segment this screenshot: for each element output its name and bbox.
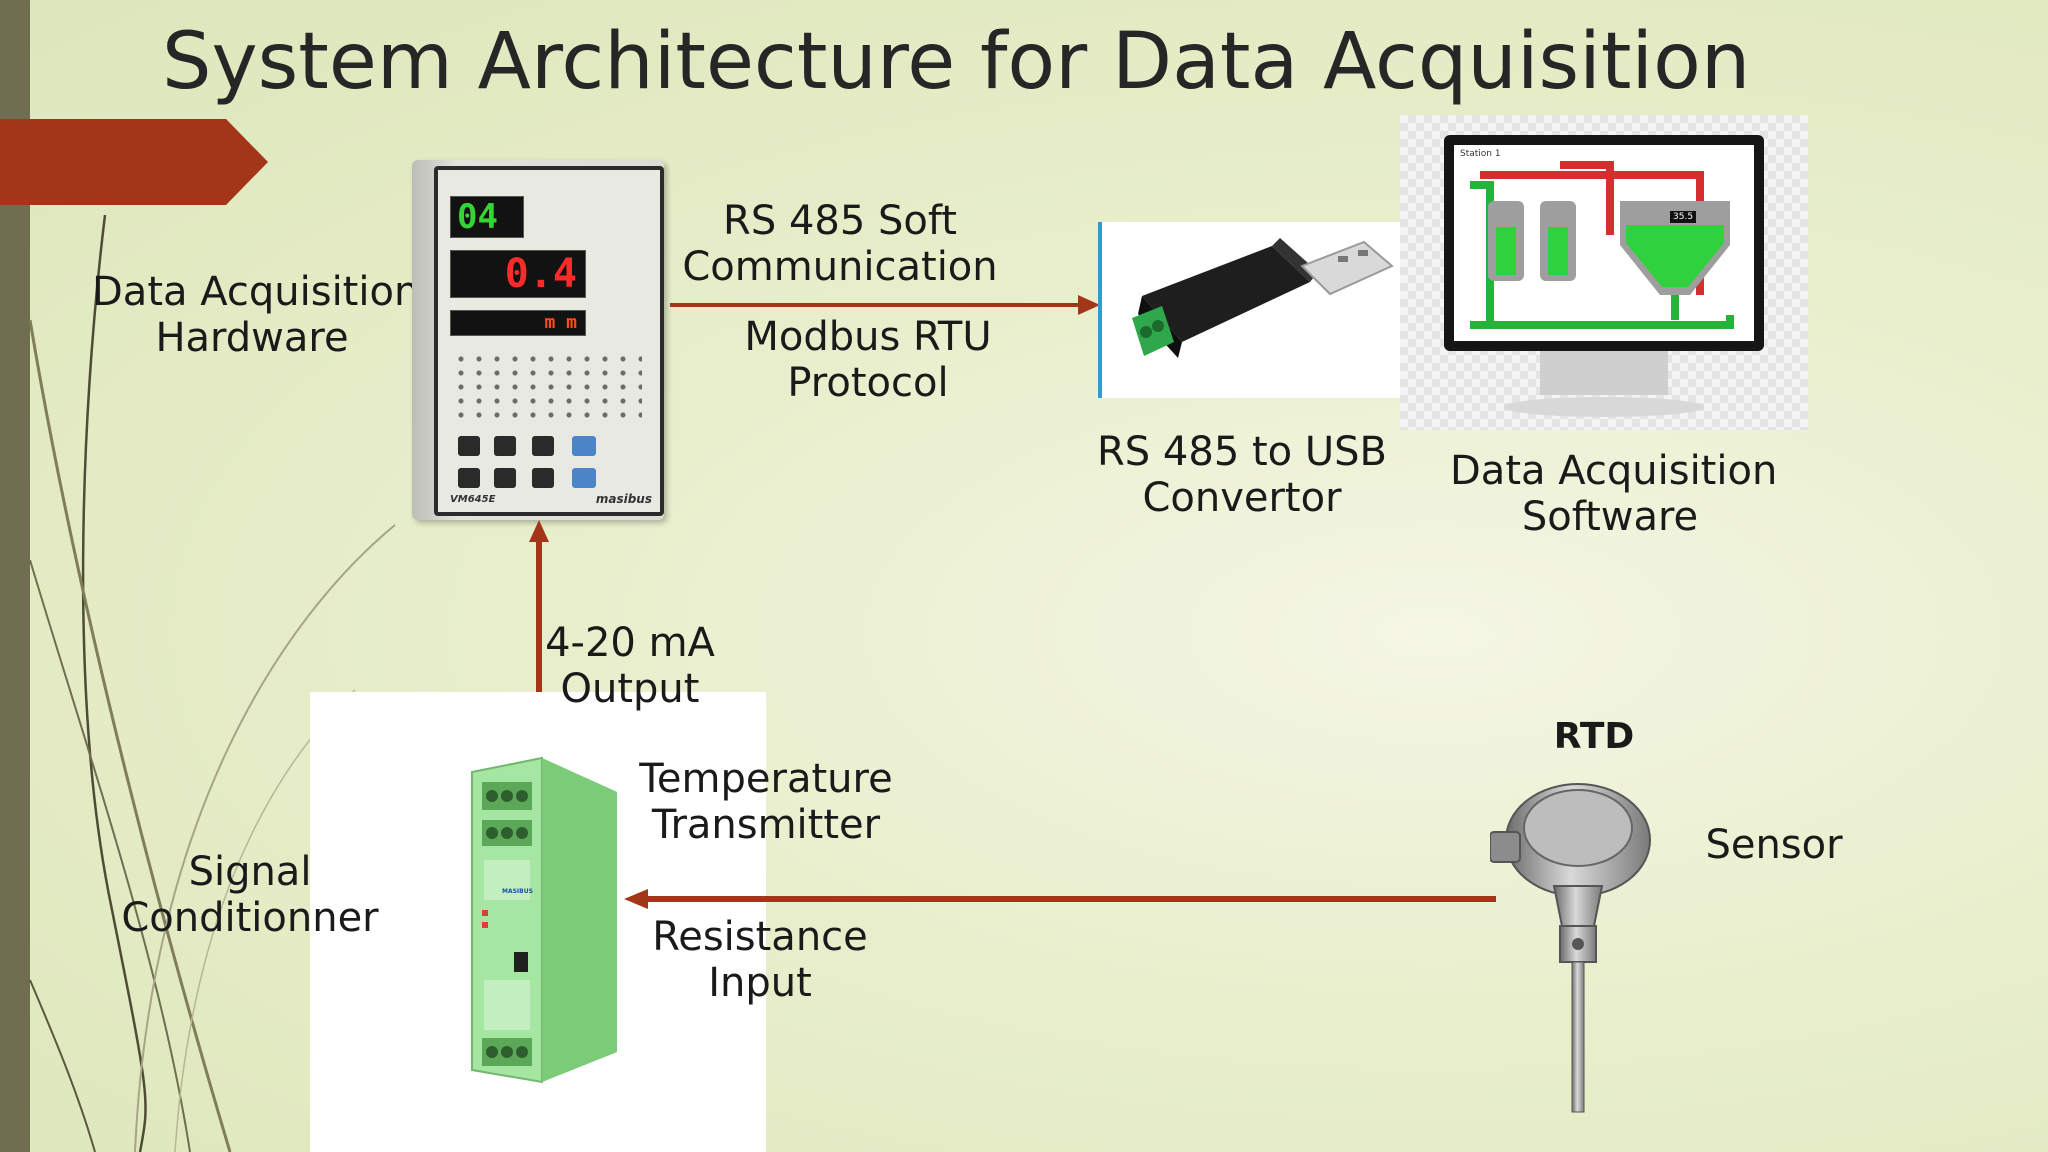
software-image: Station 1 35.5	[1400, 115, 1808, 430]
status-led-grid	[452, 352, 642, 422]
hardware-front-panel: 04 0.4 m m VM645E masibus	[434, 166, 664, 516]
software-label: Data Acquisition Software	[1450, 448, 1778, 540]
software-label-line2: Software	[1521, 494, 1699, 540]
software-screen-title: Station 1	[1460, 149, 1501, 159]
hardware-brand-text: masibus	[595, 492, 652, 506]
monitor-icon	[1444, 135, 1764, 417]
keypad-button	[532, 468, 554, 488]
transmitter-brand-text: MASIBUS	[502, 888, 533, 895]
display-bottom: m m	[450, 310, 586, 336]
din-rail-transmitter-icon	[471, 756, 617, 1084]
signal-conditioner-line1: Signal	[188, 849, 312, 895]
title-chevron	[0, 119, 268, 205]
transmitter-label-line1: Temperature	[639, 756, 893, 802]
modbus-line1: Modbus RTU	[744, 314, 992, 360]
display-middle-value: 0.4	[504, 251, 577, 297]
display-top: 04	[450, 196, 524, 238]
decorative-curves	[28, 214, 396, 1152]
rs485-soft-line2: Communication	[682, 244, 998, 290]
output-label-line1: 4-20 mA	[545, 620, 715, 666]
rs485-soft-line1: RS 485 Soft	[723, 198, 957, 244]
converter-image	[1098, 222, 1408, 398]
resistance-input-line2: Input	[708, 960, 812, 1006]
transmitter-device-image: MASIBUS	[452, 752, 622, 1092]
hardware-device-image: 04 0.4 m m VM645E masibus	[412, 160, 664, 520]
keypad-button	[572, 436, 596, 456]
keypad-button	[494, 468, 516, 488]
display-bottom-value: m m	[544, 312, 577, 333]
signal-conditioner-line2: Conditionner	[121, 895, 379, 941]
rs485-soft-label: RS 485 Soft Communication	[680, 198, 1000, 290]
resistance-input-label: Resistance Input	[640, 914, 880, 1006]
rtd-title: RTD	[1553, 716, 1635, 757]
keypad-button	[572, 468, 596, 488]
keypad-button	[458, 468, 480, 488]
hardware-label-line2: Hardware	[155, 315, 349, 361]
arrow-rtd-to-transmitter	[624, 889, 1496, 909]
hardware-label: Data Acquisition Hardware	[92, 269, 420, 361]
display-top-value: 04	[457, 197, 498, 237]
converter-label-line1: RS 485 to USB	[1097, 429, 1387, 475]
converter-label: RS 485 to USB Convertor	[1082, 429, 1402, 521]
hardware-label-line1: Data Acquisition	[92, 269, 420, 315]
resistance-input-line1: Resistance	[652, 914, 868, 960]
keypad-button	[494, 436, 516, 456]
keypad-button	[532, 436, 554, 456]
display-middle: 0.4	[450, 250, 586, 298]
software-label-line1: Data Acquisition	[1450, 448, 1778, 494]
converter-label-line2: Convertor	[1142, 475, 1342, 521]
modbus-label: Modbus RTU Protocol	[708, 314, 1028, 406]
transmitter-label-line2: Transmitter	[651, 802, 881, 848]
sensor-label: Sensor	[1705, 822, 1843, 868]
modbus-line2: Protocol	[787, 360, 949, 406]
output-label-line2: Output	[560, 666, 700, 712]
output-label: 4-20 mA Output	[510, 620, 750, 712]
transmitter-label: Temperature Transmitter	[606, 756, 926, 848]
arrow-hardware-to-converter	[670, 295, 1100, 315]
software-screen-readout: 35.5	[1670, 211, 1697, 223]
hardware-model-text: VM645E	[450, 494, 496, 505]
rtd-probe-icon	[1489, 783, 1651, 1113]
signal-conditioner-label: Signal Conditionner	[90, 849, 410, 941]
slide-title: System Architecture for Data Acquisition	[162, 17, 1751, 107]
rtd-sensor-image	[1489, 766, 1670, 1116]
usb-converter-icon	[1132, 238, 1394, 358]
keypad-button	[458, 436, 480, 456]
